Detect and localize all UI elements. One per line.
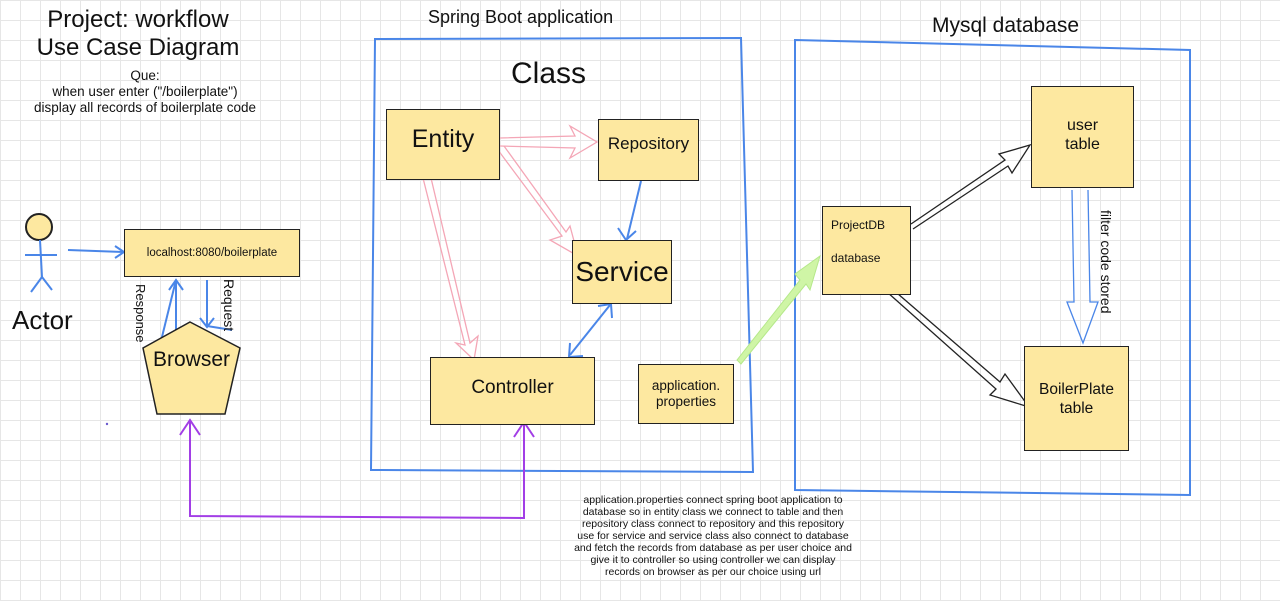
spring-boot-frame [369,36,755,474]
mysql-title: Mysql database [932,14,1080,37]
repository-box: Repository [598,119,699,181]
request-label: Request [221,279,237,332]
actor-to-url-arrow [67,245,126,259]
properties-line-2: properties [655,394,717,409]
spring-boot-title: Spring Boot application [428,7,614,27]
question-line-1: when user enter ("/boilerplate") [52,84,238,99]
response-label: Response [133,284,148,343]
mysql-frame [794,38,1191,497]
browser-pentagon [142,321,241,415]
properties-to-db-arrow [736,254,821,365]
db-to-boilerplate-table-arrow [886,286,1031,409]
explanation-note: application.properties connect spring bo… [560,494,866,578]
class-heading: Class [511,57,587,90]
filter-label: filter code stored [1098,210,1114,314]
title-line-2: Use Case Diagram [36,34,240,61]
actor-label: Actor [12,305,73,335]
question-block: Que: when user enter ("/boilerplate") di… [10,68,280,116]
properties-line-1: application. [651,378,721,393]
title-line-1: Project: workflow [47,6,229,33]
note-line: give it to controller so using controlle… [590,554,836,566]
browser-label: Browser [152,348,231,371]
entity-label: Entity [411,125,475,153]
repository-label: Repository [607,134,690,153]
user-table-box: user table [1031,86,1134,188]
projectdb-line-2: database [831,251,881,265]
boilerplate-table-line-1: BoilerPlate [1039,381,1114,398]
response-arrow [159,278,184,346]
entity-box: Entity [386,109,500,180]
properties-box: application. properties [638,364,734,424]
boilerplate-table-line-2: table [1059,400,1094,417]
question-label: Que: [130,68,160,83]
service-controller-arrow [567,302,613,359]
projectdb-line-1: ProjectDB [831,218,886,232]
url-box: localhost:8080/boilerplate [124,229,300,277]
note-line: application.properties connect spring bo… [583,494,843,506]
service-box: Service [572,240,672,304]
boilerplate-table-box: BoilerPlate table [1024,346,1129,451]
user-table-line-2: table [1065,136,1100,153]
note-line: and fetch the records from database as p… [574,542,852,554]
note-line: records on browser as per our choice usi… [605,566,821,578]
db-to-user-table-arrow [910,143,1032,230]
actor-figure [25,213,57,293]
controller-label: Controller [471,377,554,398]
controller-box: Controller [430,357,595,425]
note-line: database so in entity class we connect t… [582,506,844,518]
service-label: Service [575,256,669,287]
repository-to-service-arrow [617,180,642,242]
note-line: use for service and service class also c… [577,530,849,542]
question-line-2: display all records of boilerplate code [33,100,257,115]
user-table-line-1: user [1066,117,1099,134]
note-line: repository class connect to repository a… [581,518,845,530]
request-arrow [199,280,233,331]
diagram-title: Project: workflow Use Case Diagram [20,6,256,62]
projectdb-box: ProjectDB database [822,206,911,295]
stray-dot [105,422,109,426]
browser-controller-link [179,418,535,520]
user-to-boilerplate-arrow [1066,189,1099,345]
url-text: localhost:8080/boilerplate [146,247,278,259]
